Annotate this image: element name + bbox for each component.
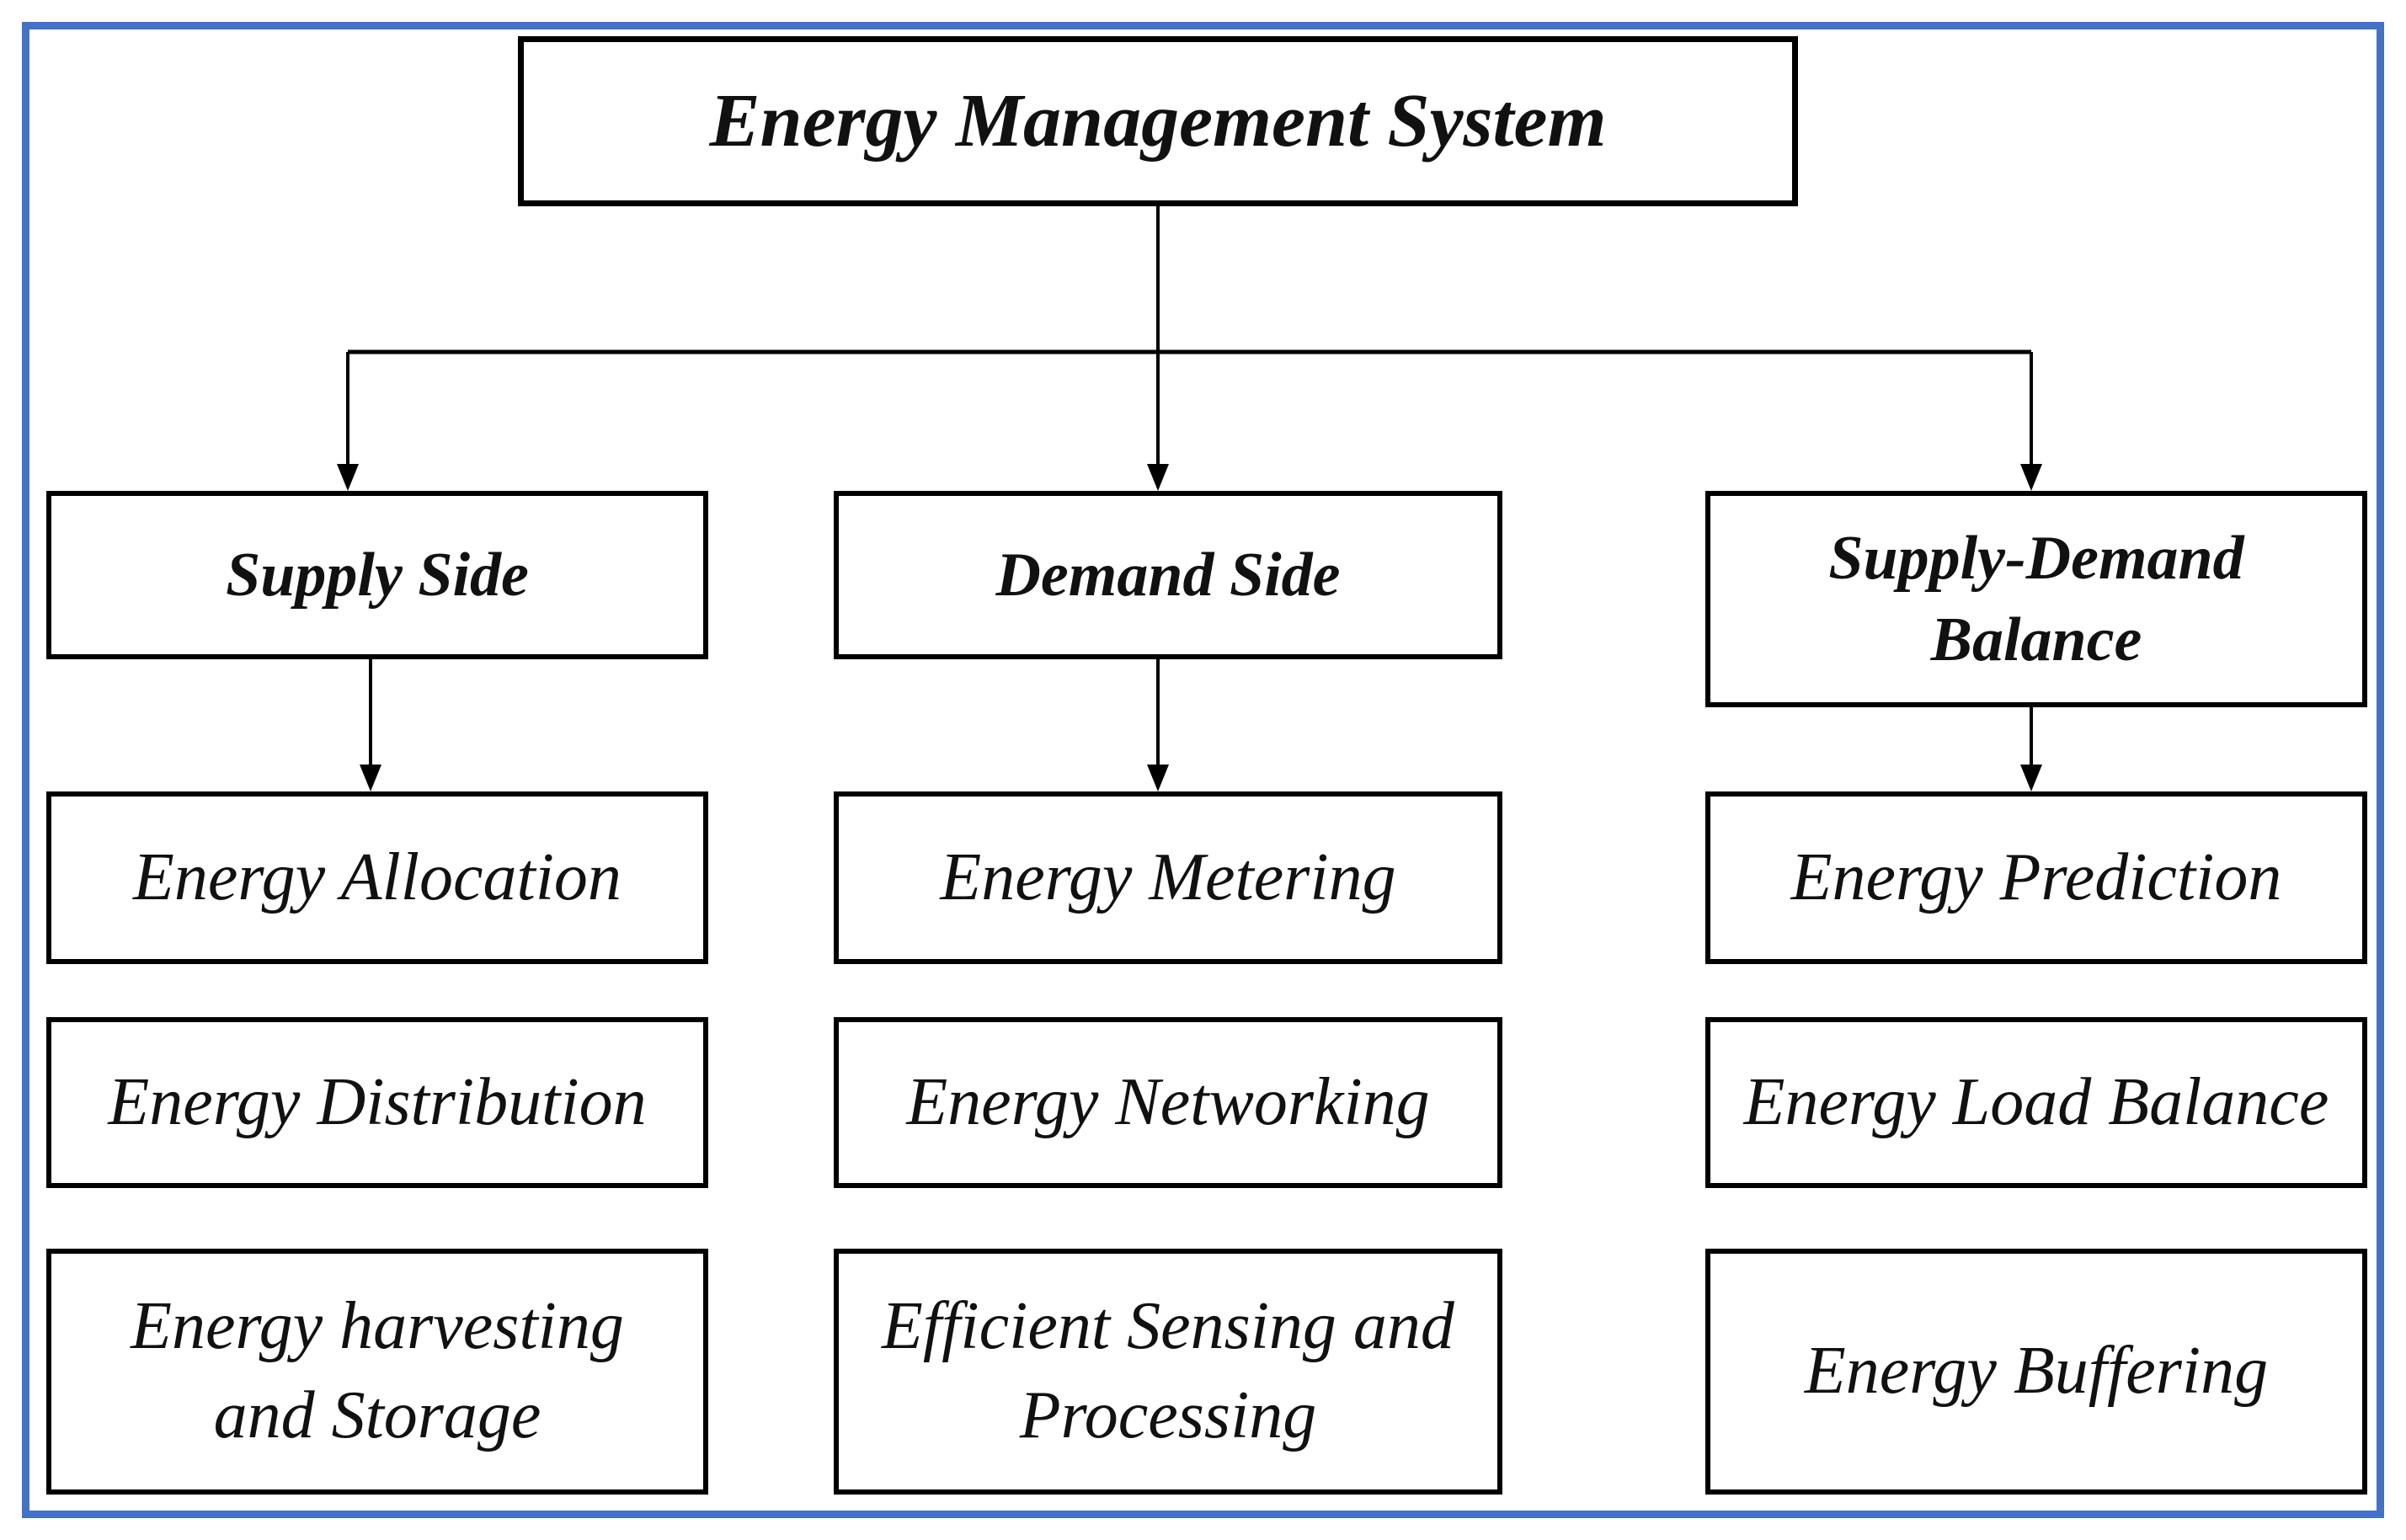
header-box-demand-side: Demand Side (834, 491, 1502, 659)
arrowhead-energy-metering (1147, 765, 1169, 791)
arrowhead-energy-allocation (360, 765, 381, 791)
child-box-energy-buffering: Energy Buffering (1705, 1249, 2367, 1495)
arrowhead-demand-side (1147, 464, 1169, 491)
child-box-energy-prediction: Energy Prediction (1705, 791, 2367, 964)
child-box-efficient-sensing-and-processing: Efficient Sensing and Processing (834, 1249, 1502, 1495)
child-box-energy-networking: Energy Networking (834, 1017, 1502, 1188)
child-box-energy-load-balance: Energy Load Balance (1705, 1017, 2367, 1188)
title-box-energy-management-system: Energy Management System (518, 36, 1798, 206)
arrowhead-supply-side (337, 464, 359, 491)
child-box-energy-harvesting-and-storage: Energy harvesting and Storage (46, 1249, 708, 1495)
child-box-energy-distribution: Energy Distribution (46, 1017, 708, 1188)
child-box-energy-metering: Energy Metering (834, 791, 1502, 964)
arrowhead-supply-demand-balance (2020, 464, 2042, 491)
arrowhead-energy-prediction (2020, 765, 2042, 791)
header-box-supply-demand-balance: Supply-Demand Balance (1705, 491, 2367, 707)
child-box-energy-allocation: Energy Allocation (46, 791, 708, 964)
header-box-supply-side: Supply Side (46, 491, 708, 659)
